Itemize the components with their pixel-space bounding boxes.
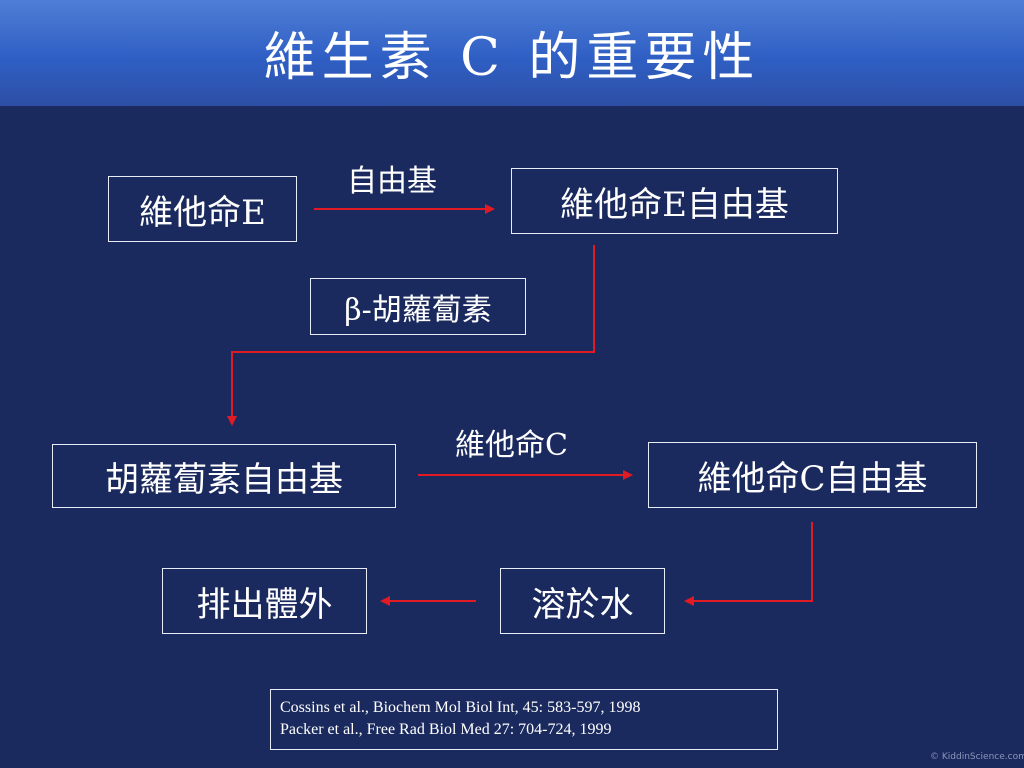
watermark-text: © KiddinScience.com: [930, 752, 1024, 762]
node-vitamin-e: 維他命E: [108, 176, 297, 242]
arrow-c-radical-to-dissolve: [684, 522, 813, 606]
node-excreted: 排出體外: [162, 568, 367, 634]
slide-title: 維生素 C 的重要性: [263, 28, 761, 88]
edge-label-vitamin-c: 維他命C: [455, 428, 568, 463]
node-beta-carotene: β-胡蘿蔔素: [310, 278, 526, 335]
node-dissolve-in-water: 溶於水: [500, 568, 665, 634]
reference-box: Cossins et al., Biochem Mol Biol Int, 45…: [270, 689, 778, 750]
edge-label-free-radical: 自由基: [347, 164, 437, 199]
node-carotene-radical: 胡蘿蔔素自由基: [52, 444, 396, 508]
reference-line-2: Packer et al., Free Rad Biol Med 27: 704…: [280, 721, 612, 738]
node-vitamin-c-radical: 維他命C自由基: [648, 442, 977, 508]
reference-line-1: Cossins et al., Biochem Mol Biol Int, 45…: [280, 699, 641, 716]
title-bar: 維生素 C 的重要性: [0, 0, 1024, 106]
arrow-e-radical-to-carotene-radical: [227, 245, 595, 426]
slide-body: [2, 106, 1022, 768]
node-vitamin-e-radical: 維他命E自由基: [511, 168, 838, 234]
